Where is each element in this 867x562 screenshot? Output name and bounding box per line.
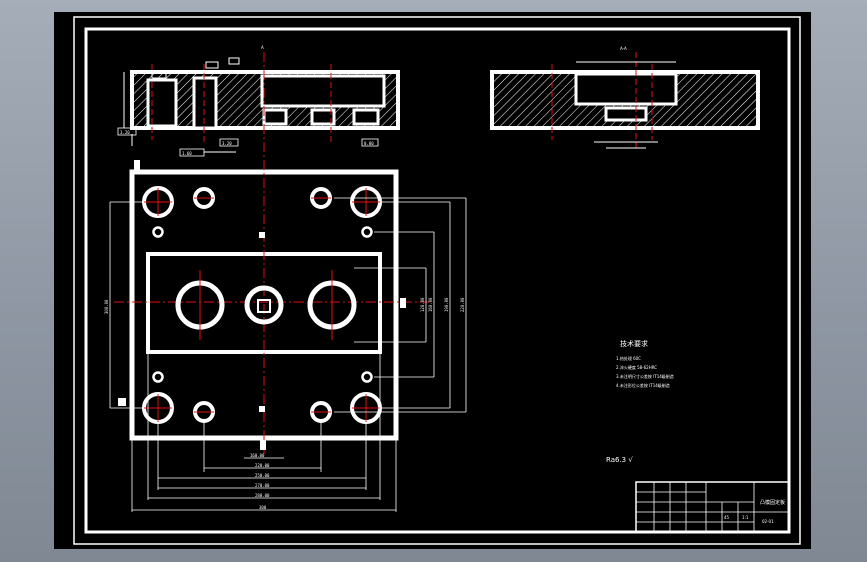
roughness-top-1: 3.20 <box>120 130 130 135</box>
dim-bottom-2: 220.00 <box>255 463 270 468</box>
material: 45 <box>724 515 730 520</box>
cad-viewport[interactable]: A 3.20 1.60 3.20 0.80 A-A <box>54 12 811 549</box>
roughness-top-3: 3.20 <box>222 141 232 146</box>
outer-border <box>73 16 801 545</box>
note-3: 3.未注明尺寸公差按 IT14级制造 <box>616 373 674 379</box>
dim-bottom-4: 270.00 <box>255 483 270 488</box>
note-2: 2.淬火硬度 58-62HRC <box>616 364 657 370</box>
dim-right-2: 160.00 <box>428 297 433 312</box>
dim-bottom-3: 250.00 <box>255 473 270 478</box>
drawing-number: 02-01 <box>762 519 774 524</box>
dimension-lines <box>109 197 467 512</box>
inner-border <box>84 27 791 534</box>
technical-notes: 技术要求 1.热处理 60C 2.淬火硬度 58-62HRC 3.未注明尺寸公差… <box>616 339 674 388</box>
drawing-canvas: A 3.20 1.60 3.20 0.80 A-A <box>73 16 801 545</box>
notes-heading: 技术要求 <box>620 339 648 348</box>
roughness-top-4: 0.80 <box>364 141 374 146</box>
dim-bottom-1: 160.00 <box>250 453 265 458</box>
pin-holes <box>152 226 373 383</box>
part-name: 凸模固定板 <box>760 499 785 506</box>
dimension-texts: 160.00 220.00 250.00 270.00 280.00 300 1… <box>104 297 465 510</box>
section-view-front <box>123 57 400 153</box>
section-label: A-A <box>620 46 627 51</box>
dim-bottom-6: 300 <box>259 505 267 510</box>
view-label-a: A <box>261 45 264 50</box>
dim-bottom-5: 280.00 <box>255 493 270 498</box>
dim-right-3: 190.00 <box>444 297 449 312</box>
punch-holes <box>175 280 357 330</box>
dim-right-4: 220.00 <box>460 297 465 312</box>
note-1: 1.热处理 60C <box>616 355 641 361</box>
dim-right-1: 120.00 <box>420 297 425 312</box>
note-4: 4.未注形位公差按 IT14级制造 <box>616 382 670 388</box>
section-view-side <box>490 52 760 149</box>
title-block <box>635 481 790 533</box>
roughness-top-2: 1.60 <box>182 151 192 156</box>
dim-left: 300.00 <box>104 299 109 314</box>
roughness-symbol: Ra6.3 √ <box>606 456 633 464</box>
drawing-scale: 1:1 <box>742 515 749 520</box>
